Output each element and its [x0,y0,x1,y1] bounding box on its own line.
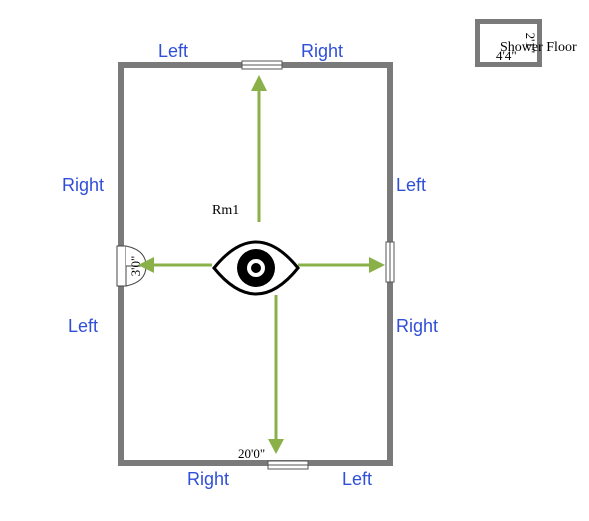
arrow-right [298,257,385,273]
top-window[interactable] [241,60,283,70]
bottom-window[interactable] [267,460,309,470]
label-left-lower: Left [68,316,98,336]
left-door[interactable] [116,245,147,287]
fixture-name: Shower Floor [500,40,577,55]
fixture-depth-dimension: 2'1" [523,33,538,54]
label-right-upper: Left [396,175,426,195]
room-name: Rm1 [212,203,239,218]
eye-icon[interactable] [212,240,300,296]
shower-floor-fixture[interactable] [475,19,542,67]
label-bottom-left: Right [187,469,229,489]
label-top-right: Right [301,41,343,61]
door-dimension-label: 3'0" [128,256,143,277]
label-right-lower: Right [396,316,438,336]
fixture-width-dimension: 4'4" [496,48,517,63]
arrow-down [268,295,284,454]
bottom-dimension-label: 20'0" [238,446,265,461]
label-bottom-right: Left [342,469,372,489]
label-left-upper: Right [62,175,104,195]
arrow-up [251,75,267,222]
arrow-left [138,257,212,273]
right-window[interactable] [385,241,395,283]
label-top-left: Left [158,41,188,61]
